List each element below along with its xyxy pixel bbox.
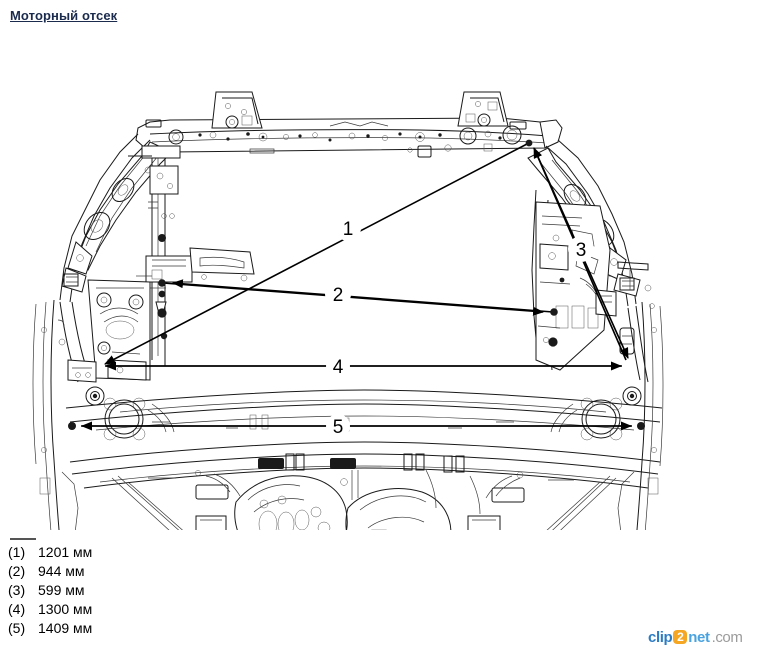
callout-number-3: 3	[576, 240, 587, 261]
watermark-two-badge: 2	[673, 630, 688, 644]
hood-hinge-bracket-left	[211, 91, 263, 129]
left-inner-fender-panel	[128, 145, 255, 366]
cowl-panel	[65, 389, 663, 432]
legend-item: (5) 1409 мм	[8, 619, 268, 638]
clip2net-watermark: clip 2 net .com	[648, 627, 743, 647]
callout-line-2: 2	[158, 279, 558, 316]
callout-number-2: 2	[333, 285, 344, 306]
legend-item: (4) 1300 мм	[8, 600, 268, 619]
page-title: Моторный отсек	[10, 8, 118, 23]
legend-value: 1300 мм	[38, 601, 93, 617]
diagram-canvas: 1 2 3 4	[32, 91, 664, 530]
legend-key: (3)	[8, 582, 26, 598]
watermark-net-text: net	[688, 628, 710, 646]
callout-line-4: 4	[105, 354, 622, 378]
left-strut-mount	[85, 386, 175, 441]
callout-line-5: 5	[68, 414, 645, 438]
legend-item: (3) 599 мм	[8, 581, 268, 600]
legend-key: (2)	[8, 563, 26, 579]
measurement-legend: (1) 1201 мм (2) 944 мм (3) 599 мм (4) 13…	[8, 538, 268, 638]
legend-value: 1201 мм	[38, 544, 93, 560]
hood-hinge-bracket-right	[457, 91, 509, 127]
body-outer-edges	[32, 299, 664, 530]
legend-value: 944 мм	[38, 563, 85, 579]
callout-number-5: 5	[333, 417, 344, 438]
left-shock-tower	[57, 279, 151, 383]
measurement-callouts: 1 2 3 4	[68, 139, 645, 438]
vehicle-body-linework	[32, 91, 664, 530]
callout-line-1: 1	[104, 139, 533, 365]
legend-key: (5)	[8, 620, 26, 636]
engine-compartment-diagram: 1 2 3 4	[0, 30, 763, 530]
firewall-bulkhead	[69, 441, 661, 503]
legend-item: (2) 944 мм	[8, 562, 268, 581]
legend-value: 1409 мм	[38, 620, 93, 636]
legend-key: (4)	[8, 601, 26, 617]
legend-key: (1)	[8, 544, 26, 560]
left-fender-apron	[59, 133, 173, 303]
watermark-clip-text: clip	[648, 628, 673, 646]
callout-number-1: 1	[343, 219, 354, 240]
legend-divider	[10, 538, 36, 540]
right-strut-mount	[550, 386, 642, 441]
legend-item: (1) 1201 мм	[8, 543, 268, 562]
callout-number-4: 4	[333, 357, 344, 378]
watermark-com-text: .com	[711, 628, 743, 646]
callout-line-3: 3	[533, 147, 629, 361]
engine-assembly-outline	[111, 469, 617, 530]
legend-value: 599 мм	[38, 582, 85, 598]
